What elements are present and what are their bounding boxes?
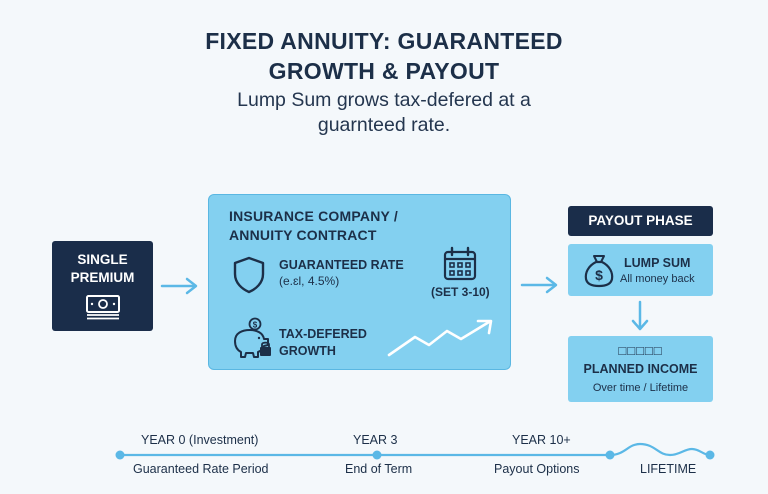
tax-label-line-1: TAX-DEFERED [279,327,367,341]
svg-text:$: $ [253,321,258,330]
title-line-2: GROWTH & PAYOUT [268,58,500,84]
lump-sum-box: $ LUMP SUM All money back [568,244,713,296]
premium-label-line-2: PREMIUM [70,270,135,285]
tax-deferred-label: TAX-DEFERED GROWTH [279,326,367,360]
timeline-year-10: YEAR 10+ [512,433,571,447]
arrow-contract-to-payout [520,276,558,294]
timeline-point-year-0 [115,450,125,460]
payout-phase-header: PAYOUT PHASE [568,206,713,236]
planned-income-subtitle: Over time / Lifetime [592,382,689,394]
timeline-point-year-10 [605,450,615,460]
arrow-premium-to-contract [160,277,198,295]
title-line-1: FIXED ANNUITY: GUARANTEED [205,28,563,54]
tax-label-line-2: GROWTH [279,344,336,358]
subtitle-line-2: guarnteed rate. [317,114,451,136]
shield-icon [233,256,265,294]
guaranteed-rate-label: GUARANTEED RATE [279,258,404,272]
guaranteed-rate-example: (e.ɛl, 4.5%) [279,274,340,288]
cash-icon [86,295,120,320]
lump-sum-subtitle: All money back [620,273,695,285]
calendar-icon [443,246,477,281]
money-bag-icon: $ [584,255,614,288]
timeline-payout-options: Payout Options [494,462,580,476]
subtitle-line-1: Lump Sum grows tax-defered at a [237,89,531,111]
timeline-year-3: YEAR 3 [353,433,398,447]
term-length-label: (SET 3-10) [431,285,490,299]
planned-income-title: PLANNED INCOME [583,362,698,376]
timeline-point-year-3 [372,450,382,460]
timeline-track [115,442,715,460]
timeline-end-of-term: End of Term [345,462,413,476]
single-premium-box: SINGLE PREMIUM [52,241,153,331]
piggy-bank-lock-icon: $ [234,317,271,358]
annuity-contract-box: INSURANCE COMPANY / ANNUITY CONTRACT GUA… [208,194,511,370]
premium-label: SINGLE PREMIUM [52,251,153,287]
timeline-point-lifetime [705,450,715,460]
lump-sum-title: LUMP SUM [624,256,691,270]
timeline-rate-period: Guaranteed Rate Period [133,462,269,476]
contract-title-line-2: ANNUITY CONTRACT [229,227,377,243]
planned-income-box: □□□□□ PLANNED INCOME Over time / Lifetim… [568,336,713,402]
planned-income-placeholder-boxes: □□□□□ [618,343,663,358]
page-title: FIXED ANNUITY: GUARANTEED GROWTH & PAYOU… [0,26,768,86]
contract-title-line-1: INSURANCE COMPANY / [229,208,398,224]
svg-text:$: $ [595,267,603,283]
timeline-lifetime: LIFETIME [640,462,697,476]
timeline-year-0: YEAR 0 (Investment) [141,433,259,447]
contract-title: INSURANCE COMPANY / ANNUITY CONTRACT [229,207,398,245]
growth-arrow-icon [387,319,493,357]
premium-label-line-1: SINGLE [77,252,128,267]
page-subtitle: Lump Sum grows tax-defered at a guarntee… [0,88,768,138]
arrow-lump-to-planned [631,300,649,331]
